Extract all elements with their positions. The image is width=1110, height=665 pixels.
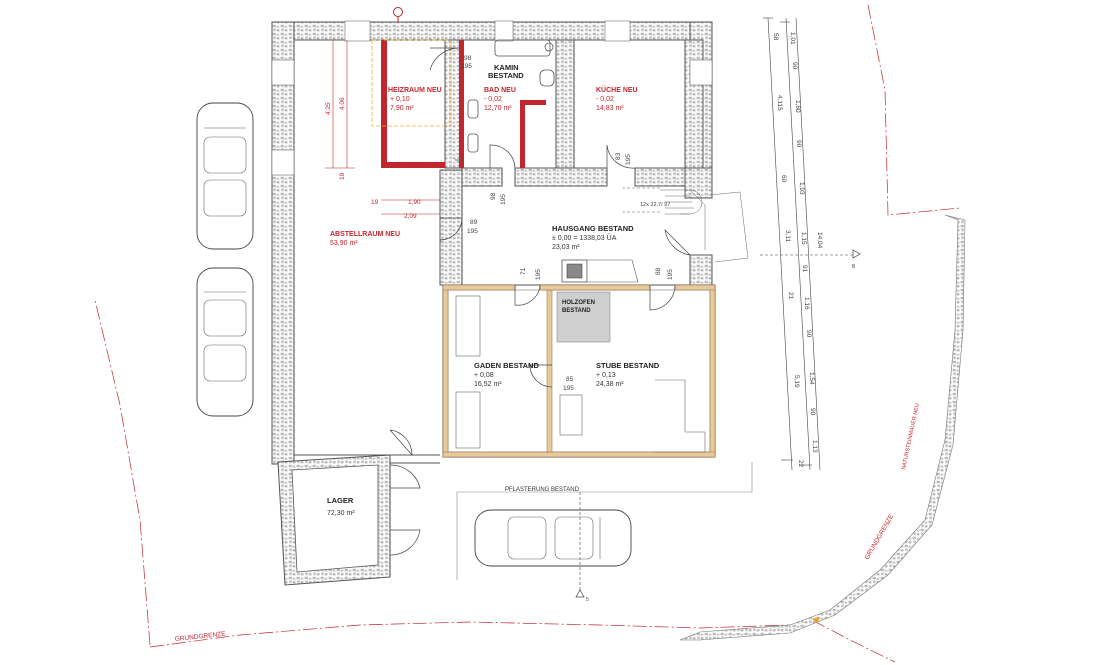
- right-dim-texts: 58 4,115 60 3,11 21 5,19 22 1,01 90 1,60…: [772, 32, 823, 468]
- bad-name: BAD NEU: [484, 87, 516, 94]
- section-marker-right: [760, 249, 861, 259]
- gaden-name: GADEN BESTAND: [474, 361, 539, 370]
- kueche-area: 14,83 m²: [596, 105, 624, 112]
- staircase: [622, 187, 749, 263]
- abstellraum-name: ABSTELLRAUM NEU: [330, 231, 400, 238]
- red-dim-h2: 4,06: [339, 97, 346, 110]
- svg-text:1,54: 1,54: [808, 372, 815, 385]
- door-dim-6-w: 98: [490, 192, 497, 200]
- stair-text: 12x 22,7/ 97: [640, 202, 670, 208]
- svg-text:1,13: 1,13: [811, 440, 818, 453]
- holzofen-label-1: HOLZOFEN: [562, 300, 595, 306]
- door-dim-4-h: 195: [535, 269, 542, 280]
- door-dim-7-w: 83: [615, 152, 622, 160]
- svg-text:60: 60: [780, 175, 787, 183]
- svg-text:1,01: 1,01: [789, 32, 796, 45]
- outer-walls: [271, 20, 713, 465]
- door-dim-1-h: 195: [461, 63, 472, 70]
- svg-text:4,115: 4,115: [776, 95, 783, 111]
- door-dim-4-w: 71: [520, 267, 527, 275]
- svg-text:1,60: 1,60: [794, 100, 801, 113]
- stube-level: + 0,13: [596, 372, 616, 379]
- red-dimension-lines: [325, 40, 440, 215]
- hausgang-name: HAUSGANG BESTAND: [552, 224, 634, 233]
- right-dimension-chain: [763, 17, 821, 471]
- bath-fixtures: [455, 39, 555, 161]
- stove: [561, 259, 639, 283]
- svg-text:3,11: 3,11: [784, 230, 791, 243]
- kamin-label-2: BESTAND: [488, 71, 524, 80]
- door-dim-5-h: 195: [667, 269, 674, 280]
- svg-text:1,15: 1,15: [800, 232, 807, 245]
- svg-text:90: 90: [809, 408, 816, 416]
- door-dim-3-w: 85: [566, 376, 574, 383]
- door-dim-7-h: 195: [625, 154, 632, 165]
- heizraum-area: 7,90 m²: [390, 105, 414, 112]
- paving-outline: [456, 462, 753, 580]
- kueche-name: KÜCHE NEU: [596, 85, 638, 94]
- heizraum-name: HEIZRAUM NEU: [388, 87, 442, 94]
- car-parking-3: [474, 509, 632, 567]
- door-dim-3-h: 195: [563, 385, 574, 392]
- section-marker-top: [393, 7, 403, 22]
- grundgrenze-label-bottom: GRUNDGRENZE: [174, 631, 226, 643]
- heizraum-level: + 0,10: [390, 96, 410, 103]
- red-dim-w1: 1,90: [408, 199, 421, 206]
- car-parking-1: [196, 102, 254, 250]
- door-dim-2-h: 195: [467, 228, 478, 235]
- stube-name: STUBE BESTAND: [596, 361, 660, 370]
- hausgang-level: ± 0,00 = 1338,03 ÜA: [552, 234, 617, 242]
- svg-text:1,93: 1,93: [798, 182, 805, 195]
- kueche-level: - 0,02: [596, 96, 614, 103]
- svg-text:91: 91: [801, 265, 808, 273]
- lager-area: 72,30 m²: [327, 510, 355, 517]
- bad-area: 12,70 m²: [484, 105, 512, 112]
- svg-text:5,19: 5,19: [793, 375, 800, 388]
- bad-level: - 0,02: [484, 96, 502, 103]
- red-dim-w2: 2,09: [404, 213, 417, 220]
- grundgrenze-label-right: GRUNDGRENZE: [864, 513, 896, 561]
- gaden-level: + 0,08: [474, 372, 494, 379]
- door-dim-1-w: 98: [464, 55, 472, 62]
- natursteinmauer-label: NATURSTEINMAUER NEU: [901, 403, 921, 471]
- abstellraum-area: 53,90 m²: [330, 240, 358, 247]
- red-dim-h1: 4,25: [325, 102, 332, 115]
- svg-text:22: 22: [797, 460, 804, 468]
- section-label-right: B: [852, 264, 856, 270]
- svg-text:1,16: 1,16: [803, 297, 810, 310]
- hausgang-area: 23,03 m²: [552, 244, 580, 251]
- natural-stone-wall: [679, 214, 966, 641]
- property-boundary: [94, 4, 961, 663]
- gaden-area: 16,52 m²: [474, 381, 502, 388]
- svg-text:90: 90: [791, 62, 798, 70]
- lager-name: LAGER: [327, 496, 354, 505]
- kamin-label-1: KAMIN: [494, 63, 519, 72]
- heizraum-walls: [371, 39, 546, 168]
- doors: [389, 47, 691, 456]
- svg-text:21: 21: [787, 292, 794, 300]
- stube-area: 24,38 m²: [596, 381, 624, 388]
- section-label-bottom: 5: [586, 597, 589, 603]
- car-parking-2: [196, 267, 254, 417]
- door-dim-6-h: 195: [500, 194, 507, 205]
- red-dim-h3: 19: [339, 172, 346, 180]
- door-dim-5-w: 88: [655, 267, 662, 275]
- pflasterung-label: PFLASTERUNG BESTAND: [505, 487, 580, 493]
- section-marker-bottom: [575, 492, 585, 598]
- svg-text:90: 90: [805, 330, 812, 338]
- door-dim-2-w: 89: [470, 219, 478, 226]
- svg-text:14,04: 14,04: [816, 232, 823, 249]
- lower-block: [442, 284, 716, 458]
- holzofen-label-2: BESTAND: [562, 308, 591, 314]
- svg-text:58: 58: [772, 33, 779, 41]
- lager-building: [277, 454, 421, 586]
- corner-marker: [812, 617, 820, 623]
- svg-text:90: 90: [795, 140, 802, 148]
- red-dim-w3: 19: [371, 199, 379, 206]
